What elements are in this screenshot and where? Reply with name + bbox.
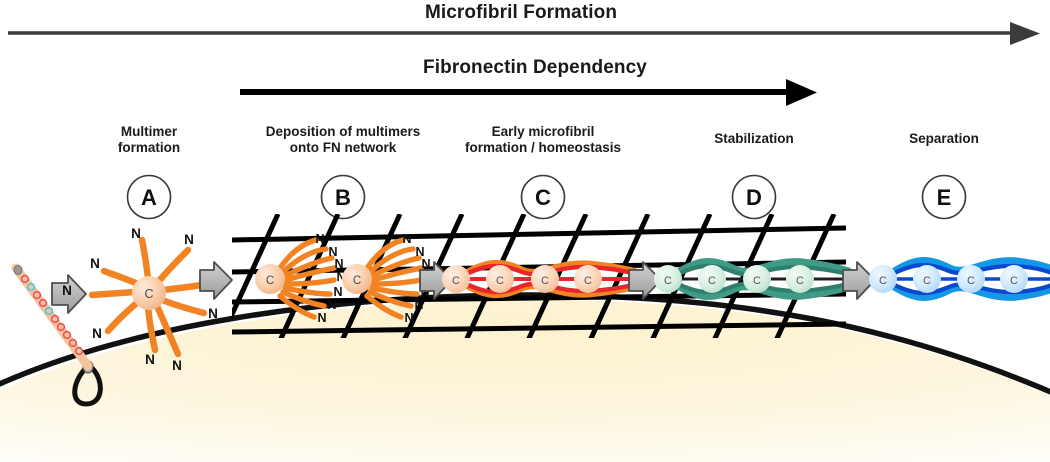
early-microfibril-stage-c: C C C C: [442, 259, 640, 299]
svg-text:C: C: [923, 275, 931, 287]
svg-text:N: N: [404, 311, 413, 325]
svg-text:N: N: [315, 232, 324, 246]
stage-label-C-line1: Early microfibril: [491, 124, 595, 139]
svg-text:N: N: [333, 285, 342, 299]
svg-text:N: N: [421, 257, 430, 271]
svg-text:C: C: [1010, 275, 1018, 287]
svg-text:E: E: [937, 185, 952, 210]
svg-text:N: N: [414, 298, 423, 312]
svg-text:C: C: [266, 275, 274, 287]
transition-arrow-1: [51, 274, 87, 314]
transition-arrow-4: [628, 261, 662, 300]
svg-text:N: N: [402, 232, 411, 246]
svg-text:N: N: [62, 283, 72, 298]
stage-label-C: Early microfibril formation / homeostasi…: [428, 124, 658, 155]
stage-badge-D: D: [731, 174, 777, 220]
stage-label-B-line2: onto FN network: [289, 139, 397, 155]
stage-label-B-line1: Deposition of multimers: [265, 124, 421, 139]
stage-label-E: Separation: [859, 131, 1029, 147]
svg-text:C: C: [353, 275, 361, 287]
svg-text:C: C: [967, 275, 975, 287]
svg-text:C: C: [879, 275, 887, 287]
stage-label-A: Multimer formation: [79, 124, 219, 155]
svg-text:C: C: [144, 287, 153, 301]
svg-text:N: N: [328, 245, 337, 259]
svg-text:C: C: [452, 275, 460, 287]
svg-text:C: C: [796, 275, 804, 287]
fn-multimer-stage-a: C N N N N N N N N N: [62, 226, 223, 373]
fibronectin-monomer: [11, 263, 93, 371]
svg-text:N: N: [415, 245, 424, 259]
svg-text:D: D: [746, 185, 762, 210]
svg-text:C: C: [535, 185, 551, 210]
svg-text:N: N: [145, 352, 155, 367]
svg-text:N: N: [327, 298, 336, 312]
svg-text:A: A: [141, 185, 157, 210]
stage-label-A-line1: Multimer: [120, 124, 178, 139]
svg-text:N: N: [92, 326, 102, 341]
svg-text:N: N: [334, 257, 343, 271]
transition-arrow-2: [199, 261, 233, 300]
deposited-multimer-1: C N N N N N N N: [255, 232, 346, 325]
svg-text:C: C: [753, 275, 761, 287]
cell-body: [0, 292, 1050, 462]
svg-text:C: C: [496, 275, 504, 287]
svg-text:N: N: [208, 306, 218, 321]
stage-badge-B: B: [320, 174, 366, 220]
stage-badge-A: A: [126, 174, 172, 220]
stage-label-E-line1: Separation: [909, 131, 979, 146]
stage-label-B: Deposition of multimers onto FN network: [228, 124, 458, 155]
fibronectin-dependency-title: Fibronectin Dependency: [423, 57, 647, 78]
microfibril-formation-arrow: [8, 22, 1040, 45]
svg-text:C: C: [584, 275, 592, 287]
stage-label-A-line2: formation: [117, 139, 181, 155]
transition-arrow-5: [842, 261, 876, 300]
microfibril-formation-title: Microfibril Formation: [424, 2, 618, 23]
deposited-multimer-2: C N N N N N N N: [342, 232, 433, 325]
svg-text:N: N: [131, 226, 141, 241]
stage-label-D: Stabilization: [664, 131, 844, 147]
svg-text:C: C: [541, 275, 549, 287]
stabilized-microfibril-stage-d: C C C C: [654, 257, 852, 301]
stage-badge-C: C: [520, 174, 566, 220]
stage-label-D-line1: Stabilization: [714, 131, 794, 146]
stage-label-C-line2: formation / homeostasis: [464, 139, 622, 155]
transition-arrow-3: [419, 261, 453, 300]
svg-text:N: N: [172, 358, 182, 373]
svg-text:N: N: [336, 270, 345, 284]
separated-fibril-stage-e: C C C C: [869, 257, 1050, 301]
svg-text:N: N: [420, 285, 429, 299]
svg-text:N: N: [184, 232, 194, 247]
fibronectin-dependency-arrow: [240, 79, 817, 106]
svg-text:B: B: [335, 185, 351, 210]
svg-text:N: N: [317, 311, 326, 325]
stage-badge-E: E: [921, 174, 967, 220]
svg-text:C: C: [708, 275, 716, 287]
svg-text:N: N: [90, 256, 100, 271]
svg-text:C: C: [664, 275, 672, 287]
